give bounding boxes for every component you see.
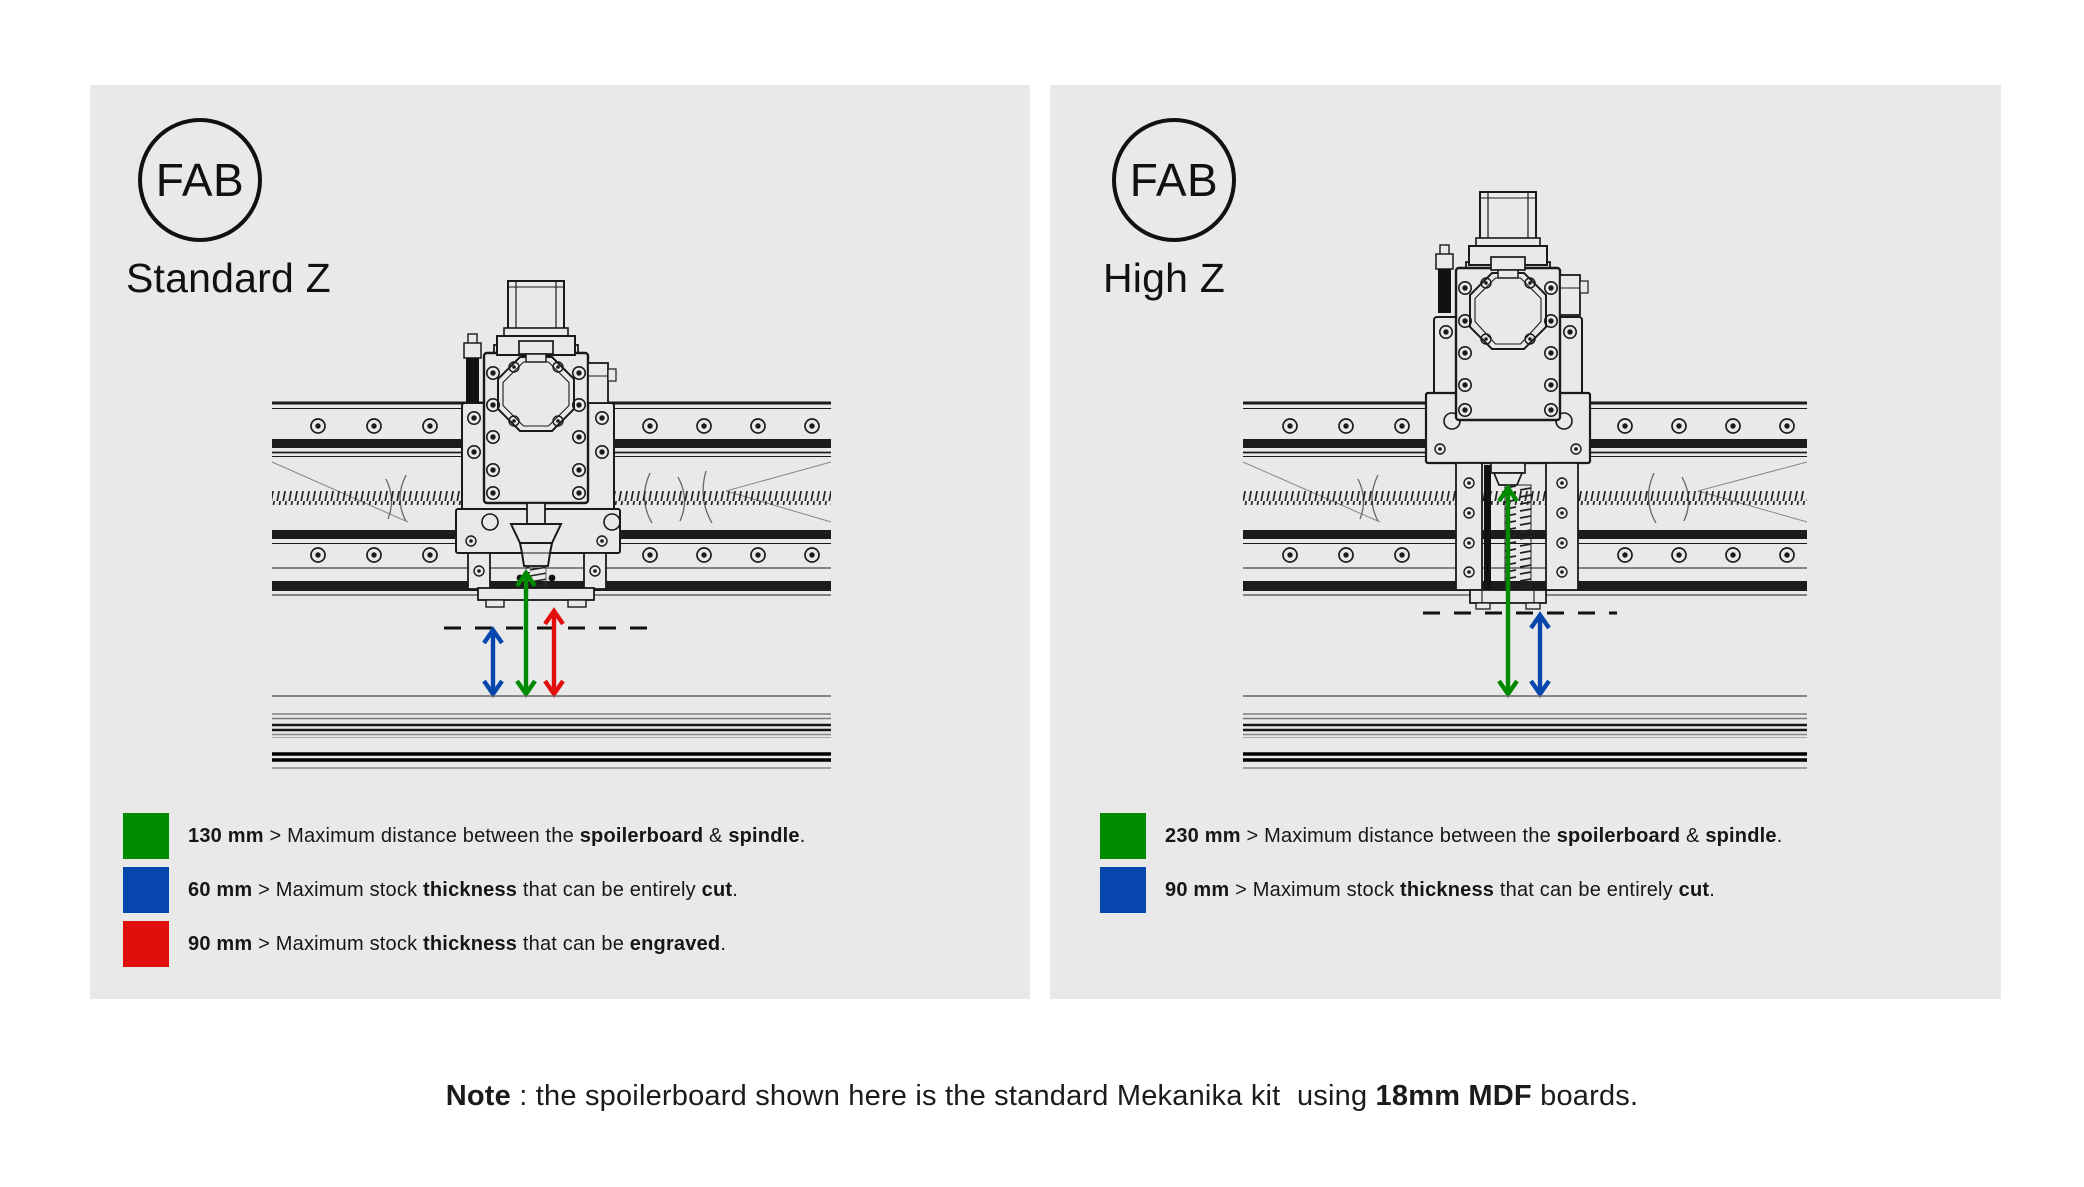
panel-title-high-z: High Z [1103,255,1225,301]
fab-logo: FAB [138,118,262,242]
legend-text: 230 mm > Maximum distance between the sp… [1165,824,1783,847]
legend-row: 90 mm > Maximum stock thickness that can… [123,921,806,967]
green-arrow-230mm [1497,484,1519,698]
fab-logo-text: FAB [155,154,245,206]
spoilerboard-layers [272,695,831,769]
high-z-carriage-spindle [1424,191,1592,610]
legend-swatch-blue [123,867,169,913]
green-arrow-130mm [515,569,537,698]
panel-title-standard-z: Standard Z [126,255,331,301]
cnc-drawing-standard-z [271,280,832,769]
panel-high-z: FAB High Z [1050,85,2001,999]
spindle-collet [1490,462,1526,486]
panel-standard-z: FAB Standard Z [90,85,1030,999]
legend-row: 60 mm > Maximum stock thickness that can… [123,867,806,913]
legend-row: 90 mm > Maximum stock thickness that can… [1100,867,1783,913]
legend-row: 130 mm > Maximum distance between the sp… [123,813,806,859]
stepper-motor [1475,191,1541,247]
legend-high-z: 230 mm > Maximum distance between the sp… [1100,813,1783,913]
legend-swatch-green [1100,813,1146,859]
fab-logo-text: FAB [1129,154,1219,206]
legend-text: 90 mm > Maximum stock thickness that can… [1165,878,1715,901]
legend-swatch-green [123,813,169,859]
fab-logo: FAB [1112,118,1236,242]
cnc-drawing-high-z [1242,191,1808,769]
legend-swatch-blue [1100,867,1146,913]
blue-arrow-60mm [482,626,504,698]
limit-sensor [463,333,482,402]
legend-row: 230 mm > Maximum distance between the sp… [1100,813,1783,859]
spoilerboard-layers [1243,695,1807,769]
z-carriage-spindle [455,280,621,608]
legend-swatch-red [123,921,169,967]
spindle-collet [509,502,563,590]
legend-standard-z: 130 mm > Maximum distance between the sp… [123,813,806,967]
note-text: Note : the spoilerboard shown here is th… [445,1080,1639,1112]
blue-arrow-90mm [1529,611,1551,698]
limit-sensor [1435,244,1454,313]
legend-text: 130 mm > Maximum distance between the sp… [188,824,806,847]
stepper-motor [503,280,569,337]
legend-text: 60 mm > Maximum stock thickness that can… [188,878,738,901]
red-arrow-90mm [543,607,565,698]
legend-text: 90 mm > Maximum stock thickness that can… [188,932,727,955]
